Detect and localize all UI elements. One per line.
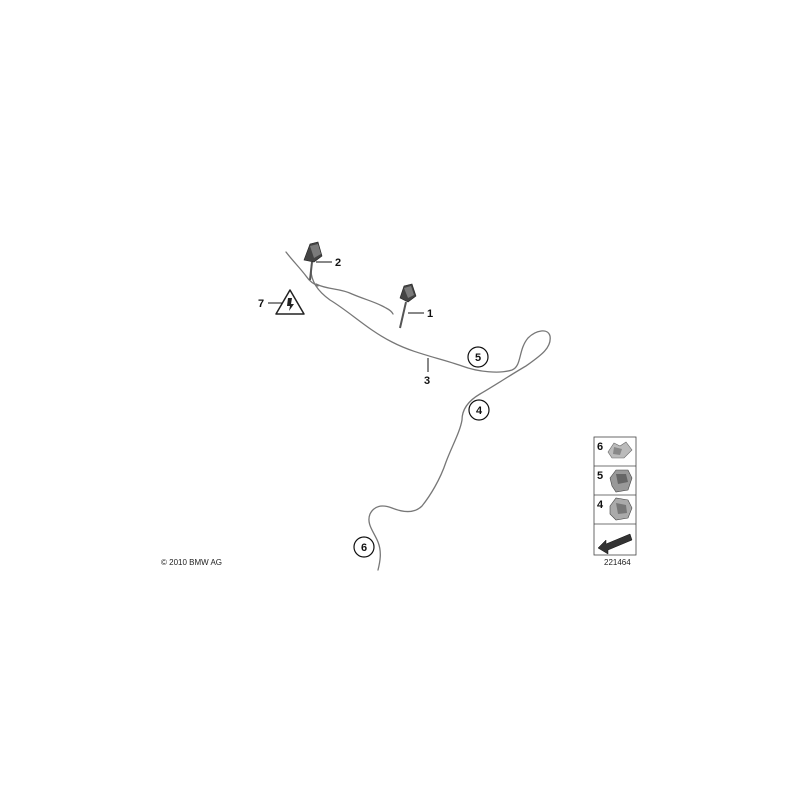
warning-triangle-icon: [275, 289, 305, 315]
holder-icon: [609, 469, 633, 493]
nozzle-2: [303, 241, 323, 281]
direction-arrow-icon: [597, 533, 633, 555]
nozzle-1: [399, 283, 417, 329]
circled-marker-4: 4: [468, 399, 490, 421]
washer-hose: [285, 251, 551, 571]
clip-icon: [607, 441, 633, 459]
callout-1: 1: [427, 308, 433, 320]
svg-text:5: 5: [475, 352, 481, 364]
diagram-id: 221464: [604, 558, 631, 567]
callout-3: 3: [424, 375, 430, 387]
legend-number-6: 6: [597, 441, 603, 453]
callout-7: 7: [258, 298, 264, 310]
circled-marker-5: 5: [467, 346, 489, 368]
callout-2: 2: [335, 257, 341, 269]
legend-number-5: 5: [597, 470, 603, 482]
legend-number-4: 4: [597, 499, 604, 511]
leader-lines: [268, 261, 429, 372]
svg-text:4: 4: [476, 405, 483, 417]
legend-panel: 6 5 4: [593, 436, 637, 556]
grommet-icon: [609, 497, 633, 521]
copyright: © 2010 BMW AG: [161, 558, 222, 567]
circled-marker-6: 6: [353, 536, 375, 558]
svg-text:6: 6: [361, 542, 367, 554]
